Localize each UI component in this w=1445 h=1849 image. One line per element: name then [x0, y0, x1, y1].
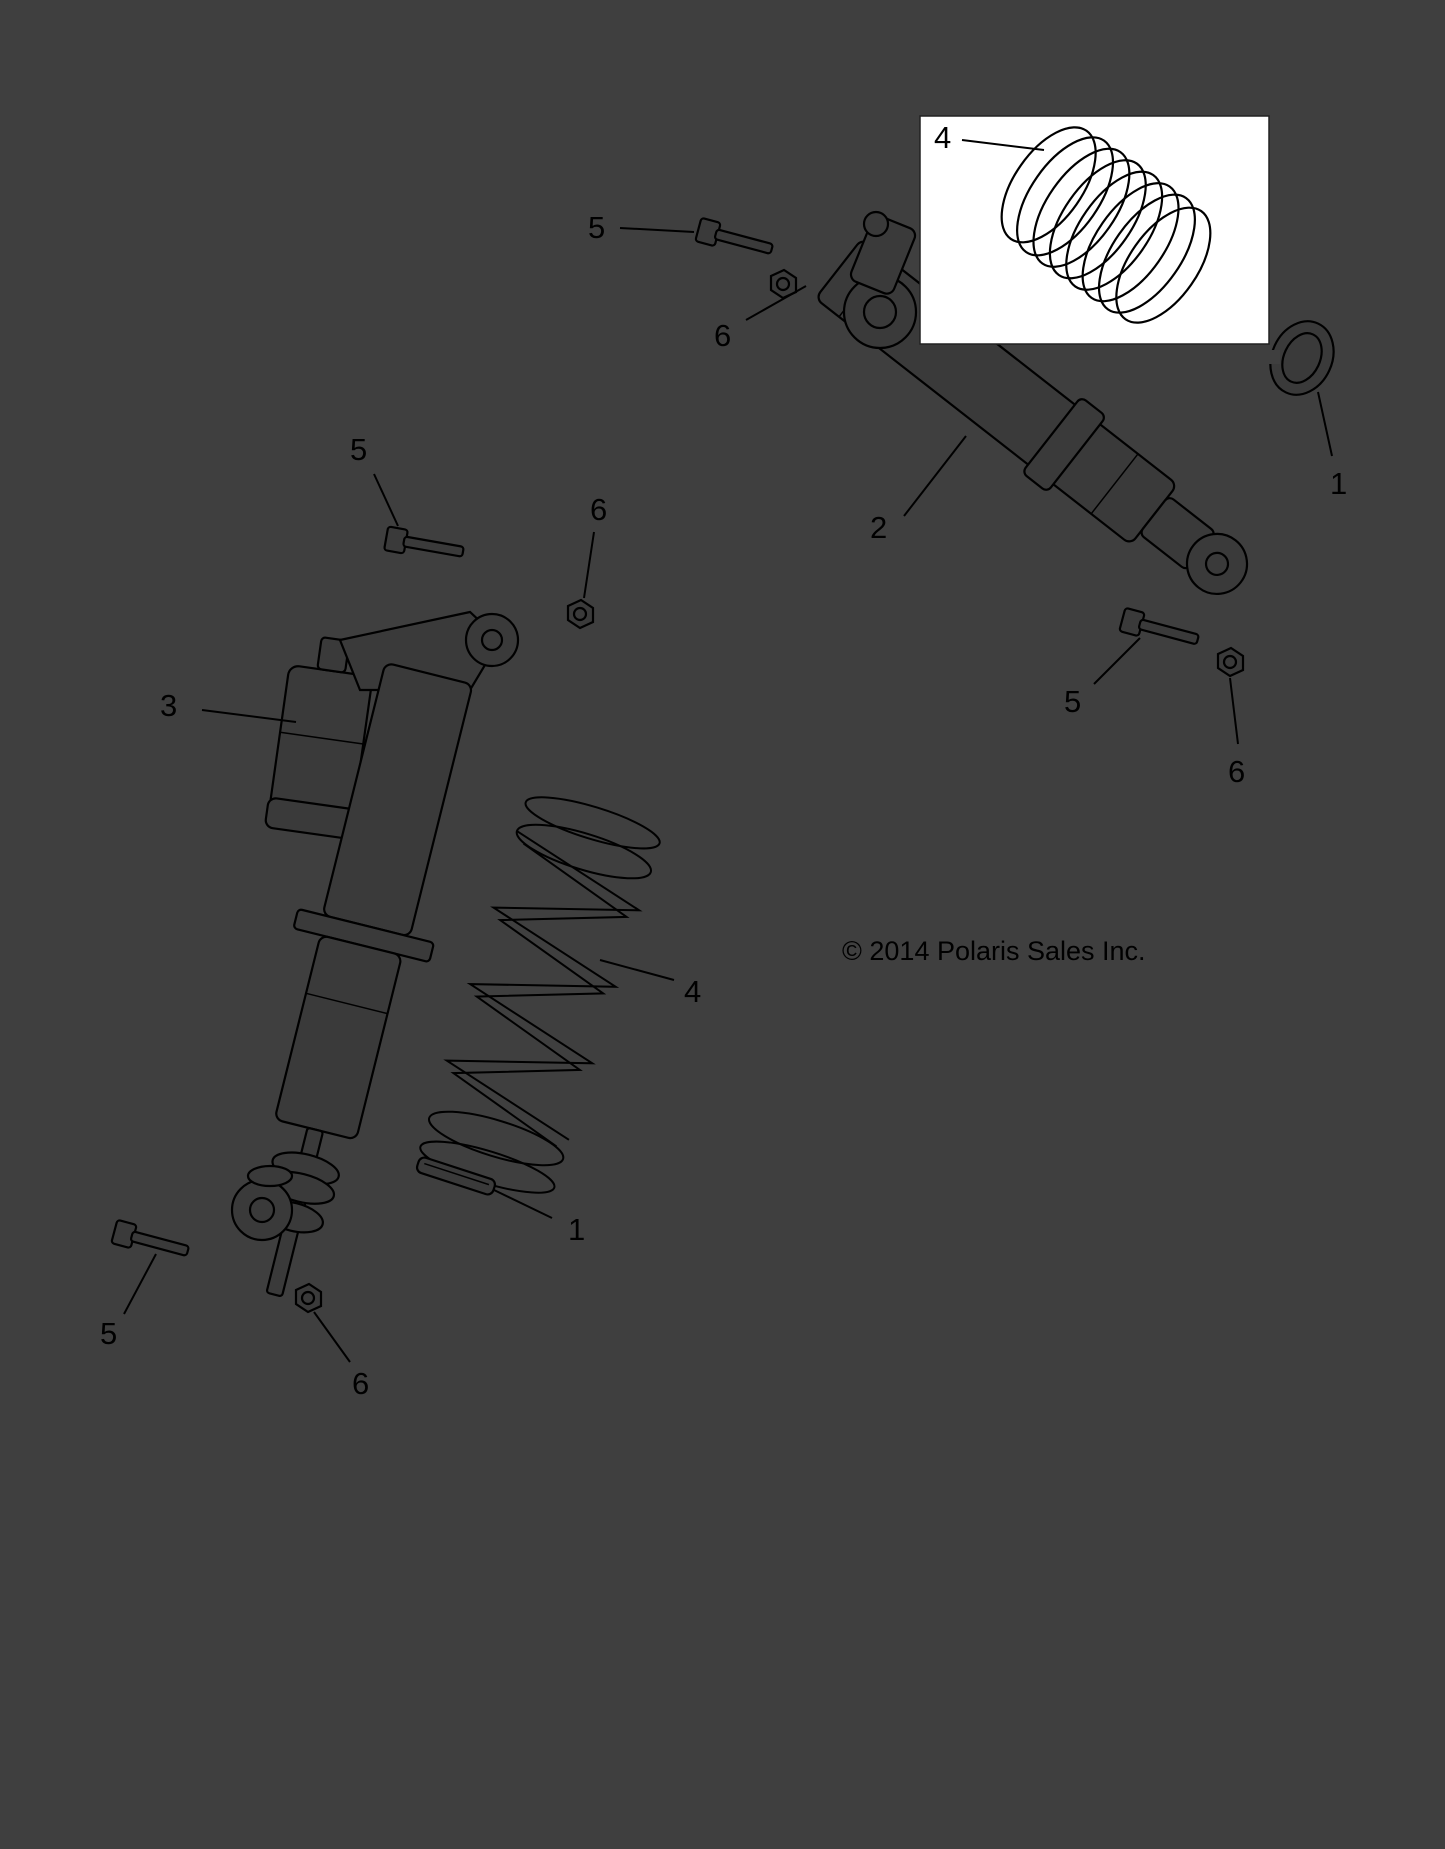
spring-highlight-box: 4: [919, 110, 1270, 345]
shock-absorber-right[interactable]: [809, 210, 1270, 620]
bolt-left-bottom[interactable]: [110, 1219, 191, 1263]
callout-bolt-left-bottom: 5: [100, 1316, 117, 1351]
shock-absorber-left[interactable]: [206, 610, 520, 1311]
callout-clip-right: 1: [1330, 466, 1347, 501]
callout-nut-right-bottom: 6: [1228, 754, 1245, 789]
callout-spring-right: 4: [934, 120, 951, 155]
coil-spring-right[interactable]: [982, 110, 1230, 341]
callout-nut-top: 6: [714, 318, 731, 353]
nut-left-top[interactable]: [566, 598, 595, 630]
coil-spring-left[interactable]: [416, 787, 664, 1203]
callout-reservoir-left: 3: [160, 688, 177, 723]
bolt-left-top[interactable]: [383, 525, 465, 563]
bolt-right-bottom[interactable]: [1118, 607, 1201, 651]
callout-nut-left-bottom: 6: [352, 1366, 369, 1401]
callout-clip-left: 1: [568, 1212, 585, 1247]
callout-bolt-left-top: 5: [350, 432, 367, 467]
callout-nut-left-top: 6: [590, 492, 607, 527]
copyright-text: © 2014 Polaris Sales Inc.: [842, 936, 1146, 966]
nut-left-bottom[interactable]: [294, 1282, 323, 1314]
callout-bolt-right-bottom: 5: [1064, 684, 1081, 719]
callout-bolt-top: 5: [588, 210, 605, 245]
bolt-top[interactable]: [694, 217, 775, 261]
spring-retainer-clip-right[interactable]: [1259, 311, 1345, 405]
nut-top[interactable]: [769, 268, 798, 300]
shock-reservoir-left[interactable]: [264, 633, 379, 840]
nut-right-bottom[interactable]: [1216, 646, 1245, 678]
callout-shock-right: 2: [870, 510, 887, 545]
spring-retainer-clip-left[interactable]: [415, 1156, 497, 1196]
callout-spring-left: 4: [684, 974, 701, 1009]
